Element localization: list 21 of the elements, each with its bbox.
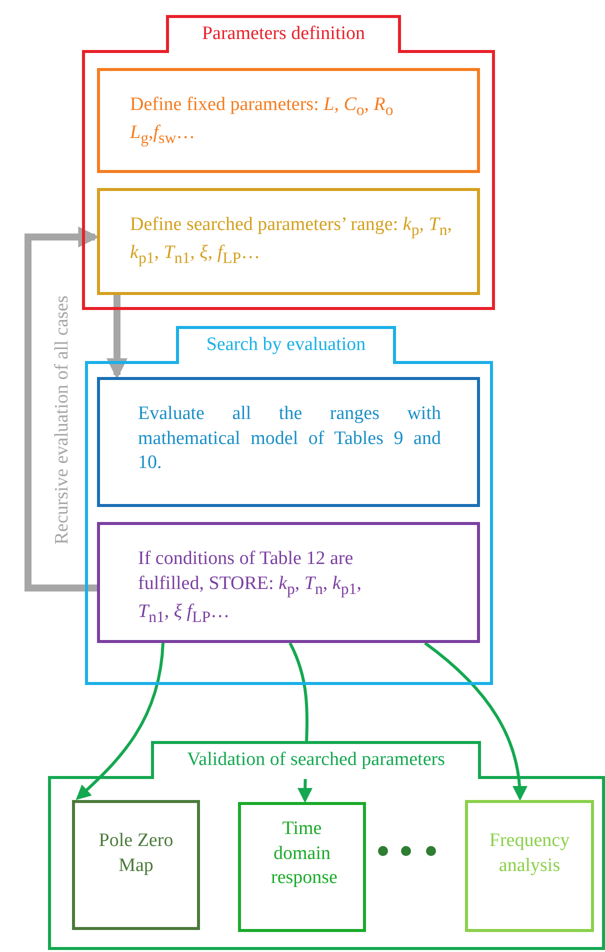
group-heading: Parameters definition bbox=[166, 15, 401, 53]
box-text: Pole Zero Map bbox=[98, 829, 174, 878]
box-text: Define searched parameters’ range: k$_{p}$, T$_{n}$, k$_{p1}$, T$_{n1}$, ξ, f$_{LP}$… bbox=[129, 213, 453, 270]
process-box bbox=[238, 802, 366, 932]
arrow bbox=[424, 642, 527, 801]
arrow bbox=[24, 226, 100, 592]
box-text: Frequency analysis bbox=[488, 829, 571, 878]
process-box bbox=[97, 68, 480, 173]
process-box bbox=[465, 800, 594, 932]
arrow bbox=[106, 295, 128, 380]
box-text: If conditions of Table 12 are fulfilled, STORE: k$_{p}$, T$_{n}$, k$_{p1}$, T$_{n1}$, ξ f$_{LP}$… bbox=[137, 547, 362, 628]
group-heading: Validation of searched parameters bbox=[151, 741, 481, 779]
box-text: Evaluate all the ranges with mathematical model of Tables 9 and 10. bbox=[137, 402, 442, 476]
process-box bbox=[97, 188, 480, 295]
box-text: Define fixed parameters: L, C$_{o}$, R$_{o}$ L$_{g}$,f$_{sw}$… bbox=[128, 93, 394, 150]
process-box bbox=[97, 522, 480, 643]
process-box bbox=[72, 800, 200, 930]
arrow bbox=[76, 642, 164, 800]
process-box bbox=[97, 377, 480, 507]
group-heading: Search by evaluation bbox=[176, 326, 396, 364]
box-text: Time domain response bbox=[270, 817, 338, 890]
